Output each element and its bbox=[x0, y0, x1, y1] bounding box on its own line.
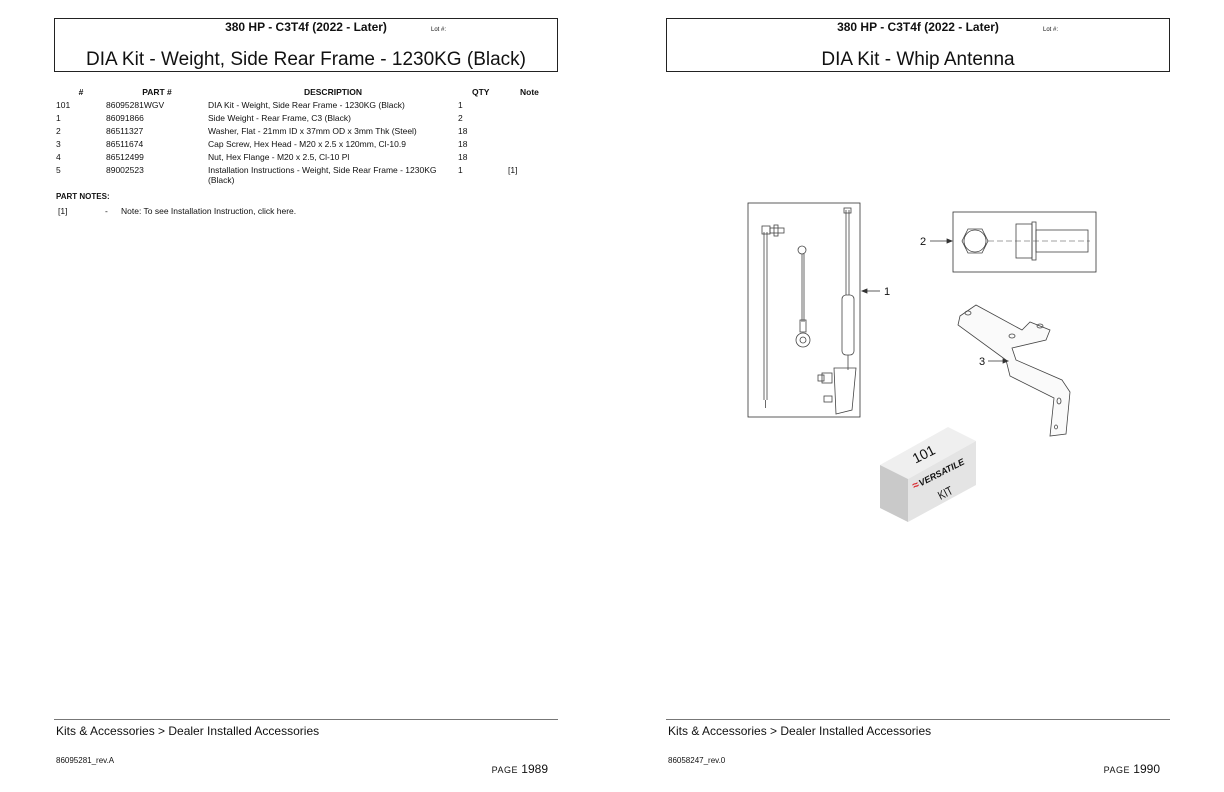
col-description: DESCRIPTION bbox=[303, 87, 363, 97]
row-qty: 18 bbox=[458, 126, 468, 136]
row-num: 101 bbox=[56, 100, 71, 110]
page-number: Page 1990 bbox=[1104, 762, 1160, 776]
table-row[interactable]: 5 89002523 Installation Instructions - W… bbox=[56, 165, 552, 185]
part-notes-heading: PART NOTES: bbox=[56, 192, 110, 201]
model-name: 380 HP - C3T4f (2022 - Later) bbox=[837, 20, 999, 34]
note-ref: [1] bbox=[58, 206, 68, 216]
page-1989: 380 HP - C3T4f (2022 - Later) Lot #: DIA… bbox=[54, 0, 558, 792]
row-desc: Side Weight - Rear Frame, C3 (Black) bbox=[208, 113, 351, 123]
callout-3: 3 bbox=[979, 356, 985, 368]
callout-1-arrow bbox=[860, 288, 880, 294]
row-qty: 2 bbox=[458, 113, 463, 123]
table-row[interactable]: 2 86511327 Washer, Flat - 21mm ID x 37mm… bbox=[56, 126, 552, 139]
row-num: 2 bbox=[56, 126, 61, 136]
page-word: Page bbox=[1103, 765, 1130, 775]
title-box: 380 HP - C3T4f (2022 - Later) Lot #: DIA… bbox=[666, 18, 1170, 72]
kit-title: DIA Kit - Weight, Side Rear Frame - 1230… bbox=[86, 49, 526, 70]
part-note-item: [1] - Note: To see Installation Instruct… bbox=[58, 206, 296, 216]
row-num: 1 bbox=[56, 113, 61, 123]
col-qty: QTY bbox=[472, 87, 490, 97]
row-part: 89002523 bbox=[106, 165, 144, 175]
page-word: Page bbox=[491, 765, 518, 775]
breadcrumb: Kits & Accessories > Dealer Installed Ac… bbox=[56, 724, 320, 738]
row-note bbox=[498, 100, 552, 113]
callout-1: 1 bbox=[884, 286, 890, 298]
callout-2-arrow bbox=[930, 238, 954, 244]
table-row[interactable]: 1 86091866 Side Weight - Rear Frame, C3 … bbox=[56, 113, 552, 126]
row-qty: 18 bbox=[458, 139, 468, 149]
row-desc: Cap Screw, Hex Head - M20 x 2.5 x 120mm,… bbox=[208, 139, 406, 149]
row-desc: Installation Instructions - Weight, Side… bbox=[208, 165, 437, 185]
row-num: 4 bbox=[56, 152, 61, 162]
col-num: # bbox=[78, 87, 84, 97]
breadcrumb: Kits & Accessories > Dealer Installed Ac… bbox=[668, 724, 932, 738]
table-header-row: # PART # DESCRIPTION QTY Note bbox=[56, 87, 552, 100]
row-desc: Nut, Hex Flange - M20 x 2.5, Cl-10 Pl bbox=[208, 152, 350, 162]
table-row[interactable]: 4 86512499 Nut, Hex Flange - M20 x 2.5, … bbox=[56, 152, 552, 165]
model-name: 380 HP - C3T4f (2022 - Later) bbox=[225, 20, 387, 34]
row-qty: 1 bbox=[458, 100, 463, 110]
col-part: PART # bbox=[142, 87, 172, 97]
page-number-value: 1989 bbox=[521, 762, 548, 776]
row-desc: DIA Kit - Weight, Side Rear Frame - 1230… bbox=[208, 100, 405, 110]
parts-table: # PART # DESCRIPTION QTY Note 101 860952… bbox=[56, 87, 552, 185]
table-row[interactable]: 3 86511674 Cap Screw, Hex Head - M20 x 2… bbox=[56, 139, 552, 152]
note-dash: - bbox=[105, 206, 108, 216]
row-note bbox=[498, 113, 552, 126]
lot-label: Lot #: bbox=[431, 27, 447, 33]
table-row[interactable]: 101 86095281WGV DIA Kit - Weight, Side R… bbox=[56, 100, 552, 113]
row-part: 86511674 bbox=[106, 139, 144, 149]
kit-box-icon bbox=[880, 427, 976, 522]
parts-illustration: 1 2 3 bbox=[747, 202, 1097, 522]
install-instruction-link[interactable]: Note: To see Installation Instruction, c… bbox=[121, 206, 297, 216]
col-note: Note bbox=[520, 87, 539, 97]
row-note bbox=[498, 126, 552, 139]
row-note-link[interactable]: [1] bbox=[508, 165, 518, 175]
revision-label: 86095281_rev.A bbox=[56, 756, 115, 765]
row-qty: 1 bbox=[458, 165, 463, 175]
page-number-value: 1990 bbox=[1133, 762, 1160, 776]
callout-2: 2 bbox=[920, 236, 926, 248]
bracket-icon bbox=[957, 304, 1071, 437]
row-note bbox=[498, 139, 552, 152]
model-heading: 380 HP - C3T4f (2022 - Later) Lot #: bbox=[55, 19, 557, 34]
row-note bbox=[498, 152, 552, 165]
page-1990: 380 HP - C3T4f (2022 - Later) Lot #: DIA… bbox=[666, 0, 1170, 792]
row-num: 5 bbox=[56, 165, 61, 175]
row-part: 86512499 bbox=[106, 152, 144, 162]
lot-label: Lot #: bbox=[1043, 27, 1059, 33]
row-qty: 18 bbox=[458, 152, 468, 162]
row-part: 86511327 bbox=[106, 126, 144, 136]
antenna-assembly-icon bbox=[747, 202, 861, 418]
footer-divider bbox=[666, 719, 1170, 720]
title-box: 380 HP - C3T4f (2022 - Later) Lot #: DIA… bbox=[54, 18, 558, 72]
callout-3-arrow bbox=[988, 358, 1010, 364]
hex-bolt-icon bbox=[952, 211, 1097, 273]
row-desc: Washer, Flat - 21mm ID x 37mm OD x 3mm T… bbox=[208, 126, 417, 136]
model-heading: 380 HP - C3T4f (2022 - Later) Lot #: bbox=[667, 19, 1169, 34]
kit-title: DIA Kit - Whip Antenna bbox=[821, 49, 1015, 70]
footer-divider bbox=[54, 719, 558, 720]
row-part: 86091866 bbox=[106, 113, 144, 123]
row-num: 3 bbox=[56, 139, 61, 149]
page-number: Page 1989 bbox=[492, 762, 548, 776]
revision-label: 86058247_rev.0 bbox=[668, 756, 726, 765]
row-part: 86095281WGV bbox=[106, 100, 165, 110]
